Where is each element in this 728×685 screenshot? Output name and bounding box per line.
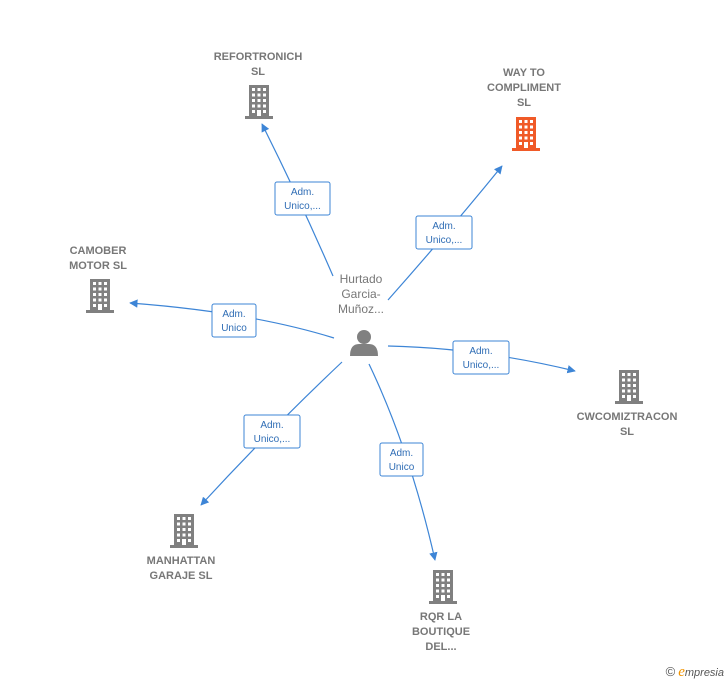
building-icon[interactable] (429, 570, 457, 604)
role-label-text: Adm.Unico,... (254, 420, 291, 445)
edge-cwcomiztracon: Adm.Unico,... (387, 340, 576, 375)
copyright-symbol: © (665, 664, 676, 679)
role-label-text: Adm.Unico (221, 309, 247, 334)
role-label-camober-motor[interactable]: Adm.Unico (211, 303, 257, 338)
role-label-rqr-la-boutique[interactable]: Adm.Unico (379, 442, 424, 477)
building-icon[interactable] (615, 370, 643, 404)
footer-brand[interactable]: ©empresia (666, 664, 724, 681)
role-label-text: Adm.Unico,... (284, 187, 321, 212)
edge-way-to-compliment: Adm.Unico,... (387, 165, 503, 301)
building-icon[interactable] (170, 514, 198, 548)
edge-camober-motor: Adm.Unico (129, 299, 335, 339)
building-icon[interactable] (512, 117, 540, 151)
role-label-way-to-compliment[interactable]: Adm.Unico,... (415, 215, 473, 250)
building-icon[interactable] (86, 279, 114, 313)
brand-name: mpresia (684, 667, 724, 679)
role-label-text: Adm.Unico,... (426, 221, 463, 246)
role-label-text: Adm.Unico (389, 448, 415, 473)
person-icon[interactable] (350, 330, 378, 356)
edge-manhattan-garaje: Adm.Unico,... (200, 361, 343, 506)
role-label-manhattan-garaje[interactable]: Adm.Unico,... (243, 414, 301, 449)
role-label-text: Adm.Unico,... (463, 346, 500, 371)
building-icon[interactable] (245, 85, 273, 119)
edge-rqr-la-boutique: Adm.Unico (368, 363, 438, 561)
role-label-cwcomiztracon[interactable]: Adm.Unico,... (452, 340, 510, 375)
brand-logo-initial: e (678, 664, 685, 680)
role-label-refortronich[interactable]: Adm.Unico,... (274, 181, 331, 216)
edge-refortronich: Adm.Unico,... (261, 123, 334, 277)
